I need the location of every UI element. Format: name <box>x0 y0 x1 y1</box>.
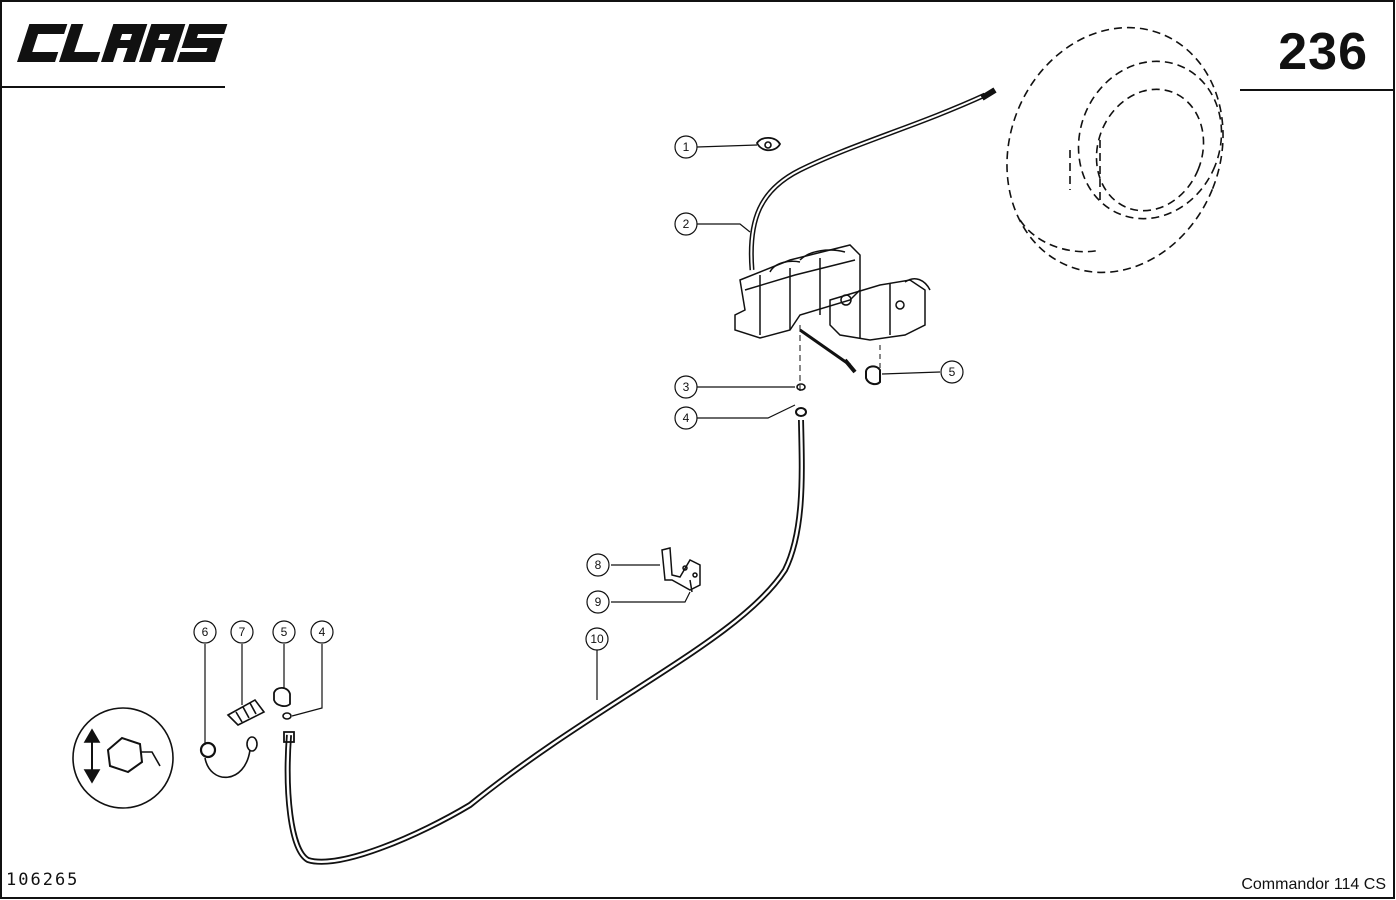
callout-2: 2 <box>674 212 698 236</box>
seal-ring-3 <box>796 383 806 391</box>
page-number: 236 <box>1278 23 1368 81</box>
callout-8: 8 <box>586 553 610 577</box>
callout-6-label: 6 <box>202 625 209 639</box>
hose-lower <box>284 419 805 865</box>
callout-3: 3 <box>674 375 698 399</box>
hose-upper <box>748 87 997 271</box>
callout-2-label: 2 <box>683 217 690 231</box>
callout-4-lower: 4 <box>310 620 334 644</box>
seal-ring-4-lower <box>282 712 292 720</box>
seal-ring-4 <box>795 407 807 417</box>
hose-end-fitting <box>283 731 295 743</box>
callout-9-label: 9 <box>595 595 602 609</box>
callout-7-label: 7 <box>239 625 246 639</box>
leader-lines <box>204 144 941 745</box>
coupling-part-7 <box>226 698 266 726</box>
callout-5-upper-label: 5 <box>949 365 956 379</box>
callout-4-upper: 4 <box>674 406 698 430</box>
adapter-part-5 <box>273 686 291 707</box>
callouts: 1 2 3 4 5 6 7 5 4 8 9 10 <box>193 135 964 651</box>
claas-logo <box>17 24 228 62</box>
callout-7: 7 <box>230 620 254 644</box>
callout-9: 9 <box>586 590 610 614</box>
callout-6: 6 <box>193 620 217 644</box>
model-name: Commandor 114 CS <box>1241 876 1386 893</box>
callout-5-lower-label: 5 <box>281 625 288 639</box>
callout-1-label: 1 <box>683 140 690 154</box>
callout-8-label: 8 <box>595 558 602 572</box>
callout-4-lower-label: 4 <box>319 625 326 639</box>
drawing-number: 106265 <box>6 870 80 890</box>
callout-4-upper-label: 4 <box>683 411 690 425</box>
callout-10: 10 <box>585 627 609 651</box>
callout-5-lower: 5 <box>272 620 296 644</box>
elbow-fitting-upper <box>865 345 881 386</box>
valve-block <box>734 244 931 395</box>
callout-3-label: 3 <box>683 380 690 394</box>
bracket-part-8-9 <box>661 547 701 593</box>
wheel-outline <box>1006 26 1224 274</box>
callout-10-label: 10 <box>590 632 604 646</box>
clip-part-1 <box>755 136 782 152</box>
dust-cap-part-6 <box>199 736 258 779</box>
callout-5-upper: 5 <box>940 360 964 384</box>
operation-symbol <box>72 707 174 809</box>
callout-1: 1 <box>674 135 698 159</box>
